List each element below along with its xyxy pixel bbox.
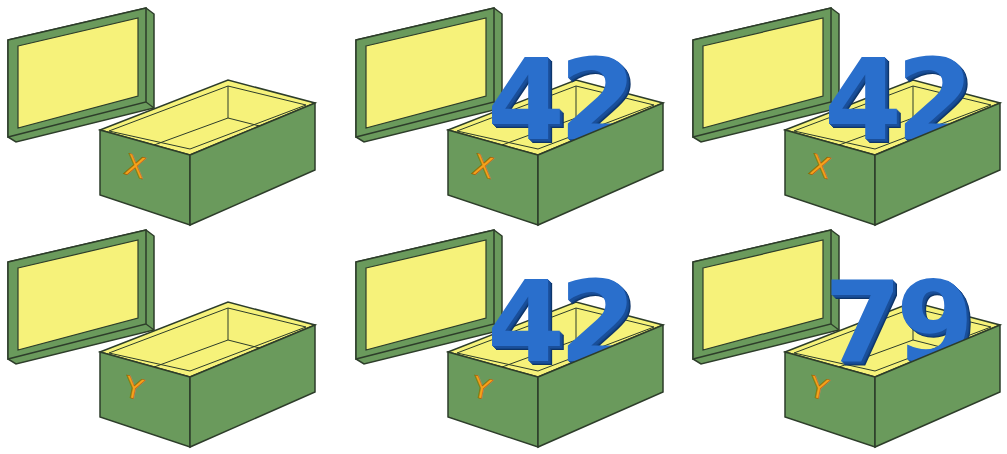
box-front (95, 40, 320, 230)
storage-box: X42 (443, 40, 668, 230)
storage-box: X42 (780, 40, 1005, 230)
box-label: Y (810, 371, 828, 406)
box-side (448, 352, 538, 447)
box-side (190, 103, 315, 225)
box-side (100, 130, 190, 225)
box-front (95, 262, 320, 452)
box-side (875, 325, 1000, 447)
box-label: X (473, 149, 494, 185)
box-side (785, 130, 875, 225)
box-side (538, 103, 663, 225)
box-label: X (125, 149, 146, 185)
box-label: X (810, 149, 831, 185)
box-label: Y (473, 371, 491, 406)
storage-box: Y (95, 262, 320, 452)
storage-box: Y42 (443, 262, 668, 452)
box-front (780, 40, 1005, 230)
box-side (538, 325, 663, 447)
box-label: Y (125, 371, 143, 406)
box-side (190, 325, 315, 447)
box-side (785, 352, 875, 447)
box-front (443, 262, 668, 452)
box-front (443, 40, 668, 230)
box-front (780, 262, 1005, 452)
box-side (448, 130, 538, 225)
box-side (875, 103, 1000, 225)
storage-box: Y79 (780, 262, 1005, 452)
storage-box: X (95, 40, 320, 230)
box-side (100, 352, 190, 447)
